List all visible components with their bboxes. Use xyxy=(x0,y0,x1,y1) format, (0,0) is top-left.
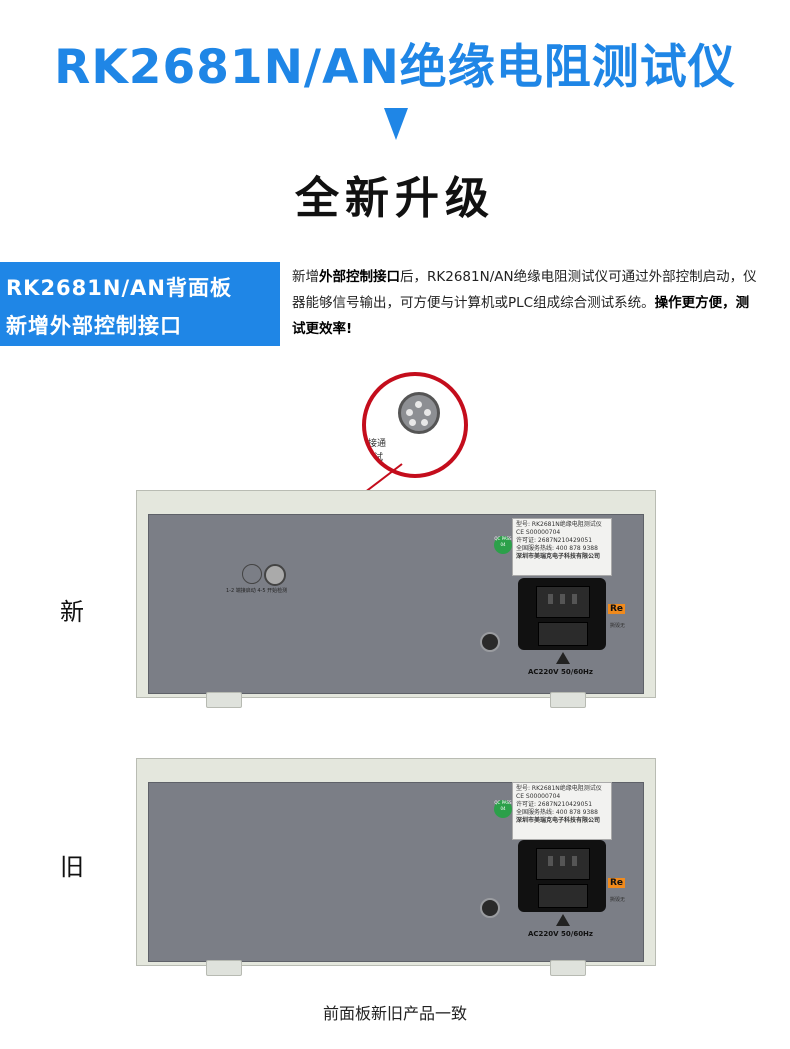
new-label: 新 xyxy=(60,598,84,626)
desc-middle: 后，RK2681N/AN绝缘电阻测试仪可通过外部控制启动，仪器能够信号输出，可方… xyxy=(292,269,757,311)
zoom-callout: 接通 试 xyxy=(362,372,468,478)
ac-rating: AC220V 50/60Hz xyxy=(528,668,593,676)
ac-rating-old: AC220V 50/60Hz xyxy=(528,930,593,938)
warranty-tag-old: Re xyxy=(608,878,626,888)
sticker-ce: CE xyxy=(516,529,524,536)
sticker-hotline: 全国服务热线: 400 878 9388 xyxy=(516,545,598,552)
control-connector-icon xyxy=(264,564,286,586)
warranty-tag: Re xyxy=(608,604,626,614)
ground-jack-icon xyxy=(480,632,500,652)
connector-caption: 1-2 端接启动 4-5 开始检测 xyxy=(226,588,288,594)
power-socket xyxy=(518,578,606,650)
power-socket-old xyxy=(518,840,606,912)
sticker-serial: S00000704 xyxy=(525,529,561,536)
sticker-ce-old: CE xyxy=(516,793,524,800)
new-device-image: 1-2 端接启动 4-5 开始检测 QC PASS 04 型号: RK2681N… xyxy=(136,490,656,710)
sticker-company: 深圳市美瑞克电子科技有限公司 xyxy=(516,553,601,560)
sticker-model-old: 型号: RK2681N绝缘电阻测试仪 xyxy=(516,785,602,792)
feature-description: 新增外部控制接口后，RK2681N/AN绝缘电阻测试仪可通过外部控制启动，仪器能… xyxy=(292,264,762,342)
badge-line-2: 新增外部控制接口 xyxy=(6,314,182,338)
qc-pass-badge: QC PASS 04 xyxy=(494,536,512,554)
warning-icon xyxy=(556,652,570,664)
footer-caption: 前面板新旧产品一致 xyxy=(322,1004,467,1023)
sticker-serial-old: S00000704 xyxy=(525,793,561,800)
warranty-tag-sub-old: 撕毁无 xyxy=(610,897,626,903)
zoom-text-1: 接通 xyxy=(368,439,387,449)
warranty-tag-sub: 撕毁无 xyxy=(610,623,626,629)
desc-highlight-1: 外部控制接口 xyxy=(319,269,400,285)
ground-jack-icon-old xyxy=(480,898,500,918)
connector-outline-icon xyxy=(242,564,262,584)
spec-sticker-old: 型号: RK2681N绝缘电阻测试仪 CE S00000704 许可证: 268… xyxy=(512,782,612,840)
sticker-model: 型号: RK2681N绝缘电阻测试仪 xyxy=(516,521,602,528)
desc-highlight-2: 操作更方便，测试更效率! xyxy=(292,295,750,337)
warning-icon-old xyxy=(556,914,570,926)
old-device-image: QC PASS 04 型号: RK2681N绝缘电阻测试仪 CE S000007… xyxy=(136,758,656,978)
qc-pass-badge-old: QC PASS 04 xyxy=(494,800,512,818)
sticker-license: 许可证: 2687N210429051 xyxy=(516,537,593,544)
sticker-company-old: 深圳市美瑞克电子科技有限公司 xyxy=(516,817,601,824)
zoom-text-2: 试 xyxy=(374,453,384,463)
page-title: RK2681N/AN绝缘电阻测试仪 xyxy=(54,40,736,95)
down-arrow-icon xyxy=(384,108,408,140)
sticker-license-old: 许可证: 2687N210429051 xyxy=(516,801,593,808)
badge-line-1: RK2681N/AN背面板 xyxy=(6,276,232,300)
old-label: 旧 xyxy=(60,853,84,881)
connector-zoom-icon xyxy=(398,392,440,434)
desc-prefix: 新增 xyxy=(292,269,319,285)
spec-sticker: 型号: RK2681N绝缘电阻测试仪 CE S00000704 许可证: 268… xyxy=(512,518,612,576)
sticker-hotline-old: 全国服务热线: 400 878 9388 xyxy=(516,809,598,816)
feature-badge: RK2681N/AN背面板 新增外部控制接口 xyxy=(0,262,280,346)
page-subtitle: 全新升级 xyxy=(295,173,495,224)
